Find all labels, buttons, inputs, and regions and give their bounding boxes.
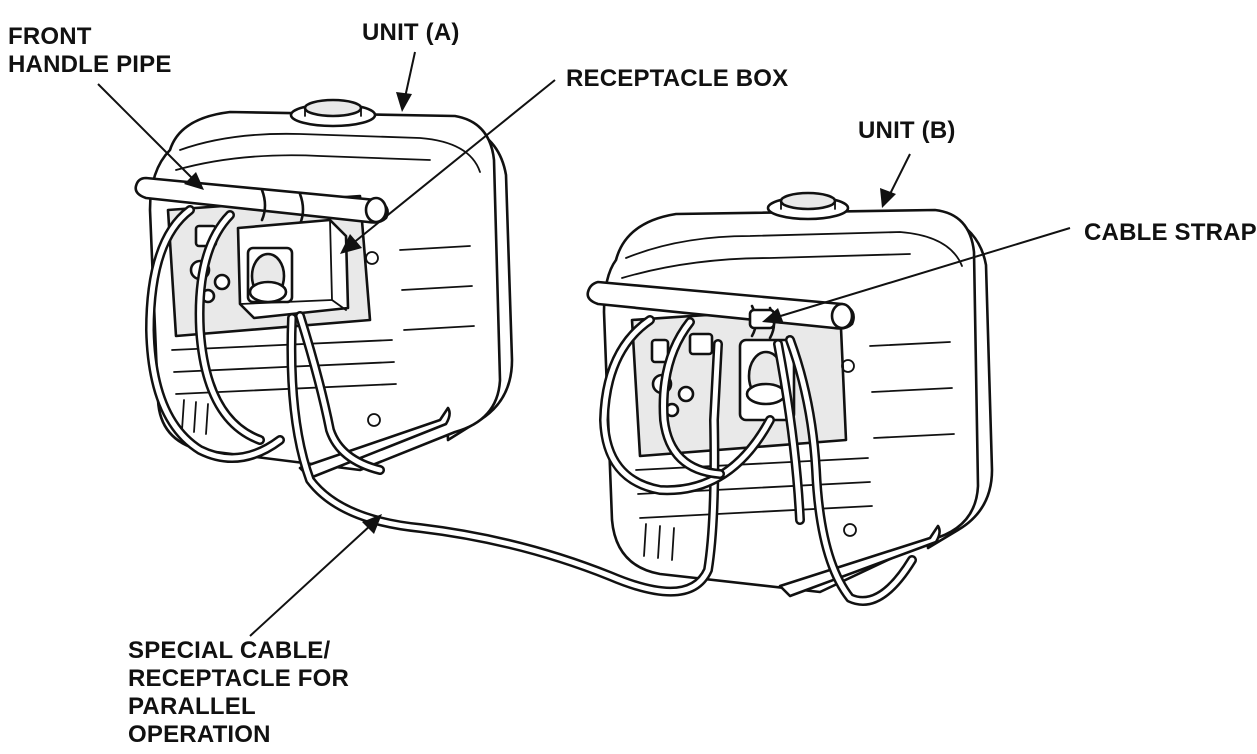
label-special-cable-line1: SPECIAL CABLE/ xyxy=(128,637,331,664)
generator-unit-a xyxy=(134,98,514,480)
label-front-handle-pipe-line2: HANDLE PIPE xyxy=(8,51,172,78)
label-special-cable-line4: OPERATION xyxy=(128,721,271,748)
label-receptacle-box: RECEPTACLE BOX xyxy=(566,65,788,92)
label-cable-strap: CABLE STRAP xyxy=(1084,219,1257,246)
label-special-cable-line3: PARALLEL xyxy=(128,693,256,720)
leader-lines xyxy=(97,51,1071,637)
label-special-cable-line2: RECEPTACLE FOR xyxy=(128,665,349,692)
label-unit-b: UNIT (B) xyxy=(858,117,956,144)
parallel-cables xyxy=(145,205,917,606)
label-front-handle-pipe-line1: FRONT xyxy=(8,23,92,50)
label-unit-a: UNIT (A) xyxy=(362,19,460,46)
labels: FRONT HANDLE PIPE UNIT (A) RECEPTACLE BO… xyxy=(8,19,1257,748)
receptacle-box xyxy=(236,218,350,320)
